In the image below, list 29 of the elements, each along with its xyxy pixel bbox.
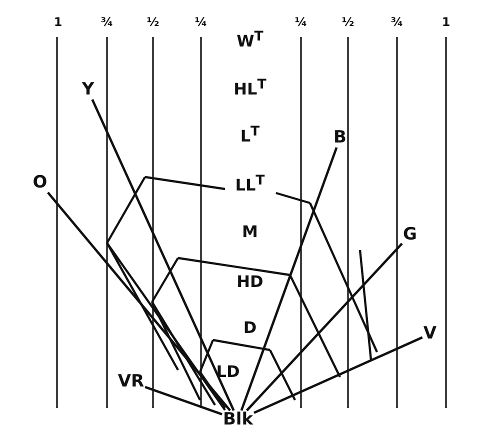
hue-label: Y (80, 80, 96, 100)
value-label: HD (236, 274, 264, 290)
hue-label: O (32, 174, 48, 192)
connector-line (254, 336, 423, 414)
scale-fraction: ¾ (390, 16, 404, 28)
connector-line (91, 99, 235, 411)
hue-label: B (332, 128, 348, 148)
hue-label: Blk (222, 410, 254, 430)
scale-fraction: ¼ (194, 16, 208, 28)
value-label: LL$^{T}$ (235, 174, 265, 194)
value-label: L$^{T}$ (240, 125, 260, 145)
connector-line (144, 386, 222, 416)
value-label: LD (216, 364, 240, 380)
connector-line (46, 192, 232, 412)
hue-label: VR (116, 372, 146, 392)
scale-fraction: ¾ (100, 16, 114, 28)
hue-label: G (402, 226, 418, 244)
scale-fraction: ½ (342, 16, 354, 28)
scale-fraction: 1 (442, 16, 450, 28)
value-label: D (243, 320, 257, 336)
scale-fraction: ¼ (294, 16, 308, 28)
scale-fraction: 1 (54, 16, 62, 28)
hue-label: V (422, 324, 438, 344)
connector-line (240, 147, 338, 411)
connector-line (246, 242, 403, 412)
value-label: W$^{T}$ (236, 30, 264, 50)
scale-fraction: ½ (146, 16, 160, 28)
value-label: HL$^{T}$ (234, 78, 266, 98)
value-label: M (242, 224, 258, 240)
